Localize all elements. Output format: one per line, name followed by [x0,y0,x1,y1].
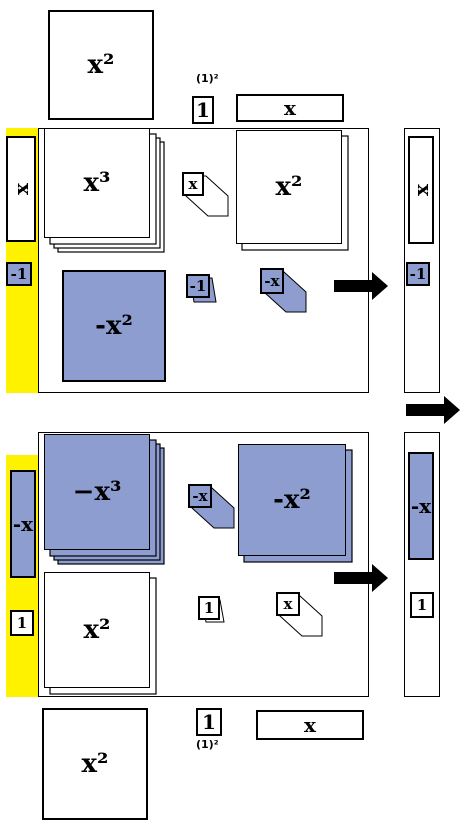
upper-neg-x-block: -x [260,268,284,294]
upper-result-frame [404,128,440,393]
upper-side-neg-one-label: -1 [10,265,28,283]
upper-x-block-label: x [188,175,198,193]
upper-x-cubed-label: x³ [83,168,111,198]
lower-side-neg-x-label: -x [12,512,34,536]
lower-neg-x-squared-block: -x² [238,444,346,556]
lower-x-squared-label: x² [83,615,111,645]
upper-result-neg-one-tile: -1 [406,262,430,286]
lower-one-block-label: 1 [203,599,215,617]
lower-result-one-label: 1 [416,596,428,614]
upper-x-squared-label: x² [275,172,303,202]
upper-neg-x-squared-tile: -x² [62,270,166,382]
upper-result-x-label: x [409,184,433,196]
lower-x-block-label: x [283,595,293,613]
lower-result-neg-x-rod: -x [408,452,434,560]
upper-x-block: x [182,172,204,196]
bottom-x-rod: x [256,710,364,740]
lower-result-frame [404,432,440,697]
bottom-one-squared-label: (1)² [196,738,219,751]
upper-result-x-rod: x [408,136,434,244]
upper-product-frame [38,128,369,393]
lower-neg-x-block: -x [188,484,212,508]
bottom-x-squared-label: x² [81,749,109,779]
upper-neg-x-squared-label: -x² [95,311,133,341]
top-one-squared-label: (1)² [196,72,219,85]
bottom-x-rod-label: x [304,713,316,737]
lower-neg-x-cubed-label: −x³ [72,477,122,507]
upper-neg-one-block-label: -1 [189,277,207,295]
bottom-one-tile-label: 1 [202,710,216,734]
upper-side-neg-one-tile: -1 [6,262,32,286]
top-x-rod-label: x [284,96,296,120]
upper-neg-x-block-label: -x [264,272,280,290]
upper-side-x-label: x [9,183,33,195]
top-x-squared-label: x² [87,50,115,80]
lower-result-one-tile: 1 [410,592,434,618]
lower-x-block: x [276,592,300,616]
bottom-one-tile: 1 [196,708,222,736]
lower-neg-x-block-label: -x [192,487,208,505]
lower-product-frame [38,432,369,697]
upper-result-neg-one-label: -1 [409,265,427,283]
arrow-shapes [334,272,460,592]
top-one-tile: 1 [192,96,214,124]
lower-x-squared-block: x² [44,572,150,688]
upper-x-squared-block: x² [236,130,342,244]
upper-side-x-rod: x [6,136,36,242]
lower-one-block: 1 [198,596,220,620]
lower-neg-x-cubed-block: −x³ [44,434,150,550]
top-one-tile-label: 1 [196,98,210,122]
lower-side-one-tile: 1 [10,610,34,636]
top-x-squared-tile: x² [48,10,154,120]
lower-result-neg-x-label: -x [410,494,432,518]
upper-x-cubed-block: x³ [44,128,150,238]
lower-side-neg-x-rod: -x [10,470,36,578]
lower-side-one-label: 1 [16,614,28,632]
upper-neg-one-block: -1 [186,274,210,298]
lower-neg-x-squared-label: -x² [273,485,311,515]
bottom-x-squared-tile: x² [42,708,148,820]
top-x-rod: x [236,94,344,122]
